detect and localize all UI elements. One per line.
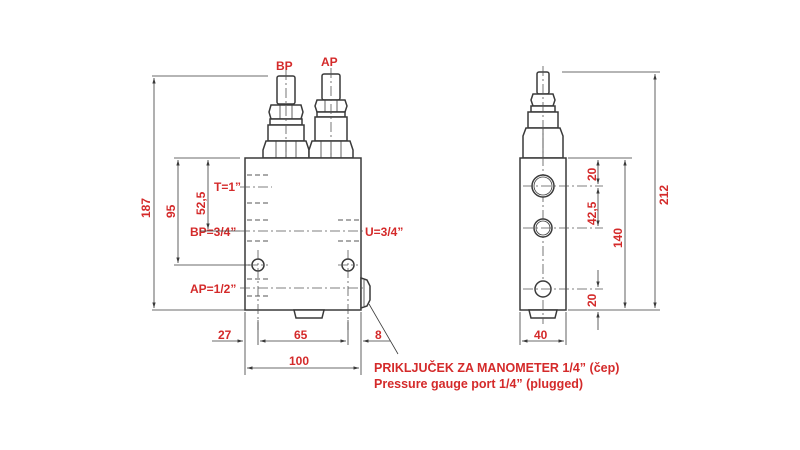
side-dimensions (519, 71, 660, 345)
dim-212: 212 (657, 185, 671, 205)
label-bp-top: BP (276, 59, 293, 73)
dim-187: 187 (139, 198, 153, 218)
front-view (240, 68, 371, 330)
label-port-bp: BP=3/4” (190, 225, 236, 239)
internal-bores (247, 174, 359, 297)
label-port-t: T=1” (214, 180, 241, 194)
label-port-ap: AP=1/2” (190, 282, 236, 296)
dim-27: 27 (218, 328, 232, 342)
dim-40: 40 (534, 328, 548, 342)
dim-42-5: 42,5 (585, 201, 599, 225)
note-line-2: Pressure gauge port 1/4” (plugged) (374, 377, 583, 391)
dim-20-bottom: 20 (585, 293, 599, 307)
dim-95: 95 (164, 204, 178, 218)
valve-block (244, 157, 362, 311)
side-view (519, 66, 603, 324)
dim-100: 100 (289, 354, 309, 368)
label-ap-top: AP (321, 55, 338, 69)
dim-65: 65 (294, 328, 308, 342)
bp-cartridge (262, 70, 310, 165)
dim-52-5: 52,5 (194, 191, 208, 215)
label-port-u: U=3/4” (365, 225, 403, 239)
front-dimensions (152, 75, 399, 375)
dim-8: 8 (375, 328, 382, 342)
dim-140: 140 (611, 228, 625, 248)
note-line-1: PRIKLJUČEK ZA MANOMETER 1/4” (čep) (374, 360, 619, 375)
dim-20-top: 20 (585, 167, 599, 181)
ap-cartridge (308, 68, 354, 165)
